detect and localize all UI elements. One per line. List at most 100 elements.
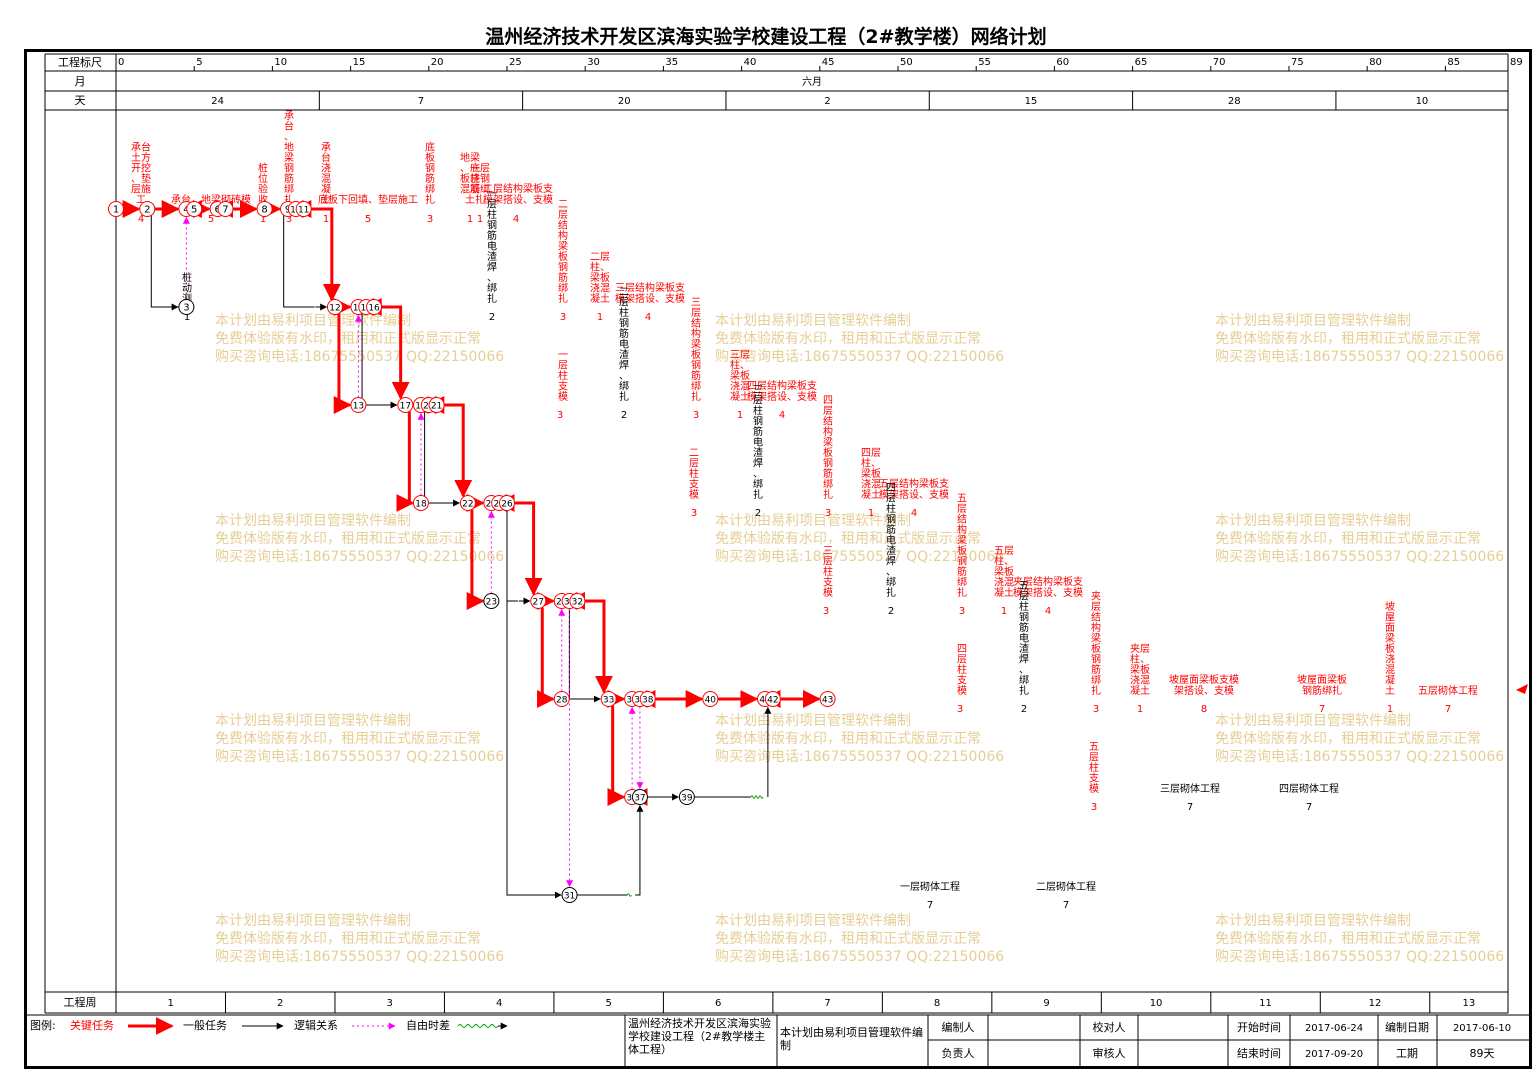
activity-duration: 7 — [927, 900, 933, 911]
watermark-line: 购买咨询电话:18675550537 QQ:22150066 — [215, 349, 504, 365]
activity-duration: 3 — [823, 606, 829, 617]
watermark-line: 免费体验版有水印，租用和正式版显示正常 — [215, 731, 481, 747]
activity-arrow — [466, 509, 485, 610]
node-circle — [553, 691, 570, 707]
node-id: 28 — [556, 696, 568, 706]
node-id: 7 — [222, 205, 228, 216]
timescale-grid — [44, 53, 1509, 1014]
scale-tick: 45 — [822, 57, 835, 68]
activity-name: 三层柱、梁板浇混凝土 — [730, 349, 750, 403]
watermark-line: 免费体验版有水印，租用和正式版显示正常 — [715, 731, 981, 747]
legend-normal: 一般任务 — [183, 1019, 227, 1032]
event-node: 2 — [139, 201, 156, 217]
event-node: 42 — [764, 691, 781, 707]
activity-name: 二层结构梁板支模架搭设、支模 — [483, 182, 553, 206]
scale-tick: 15 — [353, 57, 366, 68]
footer-end-label: 结束时间 — [1237, 1047, 1281, 1060]
day-value: 10 — [1416, 96, 1429, 107]
activity-arrow — [396, 411, 415, 512]
activity-duration: 5 — [365, 214, 371, 225]
activity-name: 坡屋面梁板支模架搭设、支模 — [1169, 673, 1239, 697]
node-circle — [600, 691, 617, 707]
event-node: 37 — [631, 789, 648, 805]
event-node: 40 — [702, 691, 719, 707]
float-wave — [626, 893, 632, 897]
activity-name: 一层柱支模 — [558, 350, 568, 403]
scale-tick: 5 — [196, 57, 202, 68]
activity-duration: 1 — [868, 508, 874, 519]
node-circle — [678, 789, 695, 805]
watermark-line: 购买咨询电话:18675550537 QQ:22150066 — [215, 949, 504, 965]
node-circle — [639, 691, 656, 707]
activity-duration: 1 — [737, 410, 743, 421]
activity-arrow — [568, 607, 590, 700]
activity-duration: 3 — [560, 312, 566, 323]
node-id: 8 — [261, 205, 267, 216]
watermark-line: 购买咨询电话:18675550537 QQ:22150066 — [715, 749, 1004, 765]
day-value: 7 — [418, 96, 424, 107]
watermark-line: 本计划由易利项目管理软件编制 — [215, 513, 411, 529]
activity-name: 三层砌体工程 — [1160, 783, 1220, 795]
activity-arrow — [584, 599, 613, 694]
day-value: 28 — [1228, 96, 1241, 107]
activity-arrow — [283, 215, 315, 308]
scale-tick: 80 — [1369, 57, 1382, 68]
activity-duration: 2 — [621, 410, 627, 421]
activity-labels: 承台土方开挖、垫层施工4承台、地梁砌砖模5桩位验收1承台、地梁钢筋绑扎3承台浇混… — [131, 110, 1478, 911]
scale-tick: 20 — [431, 57, 444, 68]
watermark-line: 本计划由易利项目管理软件编制 — [715, 513, 911, 529]
day-value: 2 — [824, 96, 830, 107]
activity-name: 五层砌体工程 — [1418, 685, 1478, 697]
event-node: 17 — [397, 397, 414, 413]
activity-duration: 1 — [597, 312, 603, 323]
event-node: 28 — [553, 691, 570, 707]
activity-name: 四层砌体工程 — [1279, 783, 1339, 795]
footer-start-value: 2017-06-24 — [1305, 1023, 1363, 1034]
node-id: 5 — [191, 205, 197, 216]
week-value: 8 — [934, 998, 940, 1009]
activity-arrow — [607, 705, 626, 806]
event-node: 26 — [499, 495, 515, 511]
scale-tick: 30 — [587, 57, 600, 68]
activity-name: 坡屋面梁板浇混凝土 — [1385, 600, 1395, 697]
activity-arrow — [514, 501, 543, 596]
page-title: 温州经济技术开发区滨海实验学校建设工程（2#教学楼）网络计划 — [485, 26, 1047, 48]
activity-name: 坡屋面梁板钢筋绑扎 — [1297, 673, 1347, 697]
week-value: 10 — [1150, 998, 1163, 1009]
node-id: 1 — [113, 205, 119, 216]
activity-name: 五层结构梁板支模架搭设、支模 — [879, 477, 949, 501]
legend-logic: 逻辑关系 — [294, 1018, 338, 1032]
activity-label: 坡屋面梁板支模架搭设、支模 8 — [1169, 673, 1239, 715]
activity-duration: 8 — [1201, 704, 1207, 715]
watermark-line: 购买咨询电话:18675550537 QQ:22150066 — [1215, 949, 1504, 965]
activity-duration: 1 — [323, 214, 329, 225]
activity-duration: 3 — [959, 606, 965, 617]
event-node: 23 — [483, 593, 500, 609]
node-id: 39 — [681, 794, 693, 804]
node-id: 13 — [353, 402, 364, 412]
node-circle — [561, 887, 578, 903]
event-node: 16 — [366, 299, 383, 315]
node-circle — [295, 201, 312, 217]
watermark-line: 免费体验版有水印，租用和正式版显示正常 — [215, 331, 481, 347]
week-value: 2 — [277, 998, 283, 1009]
activity-duration: 7 — [1187, 802, 1193, 813]
activity-name: 二层柱支模 — [689, 448, 699, 501]
activity-duration: 3 — [286, 214, 292, 225]
week-value: 11 — [1259, 998, 1272, 1009]
activity-duration: 1 — [1137, 704, 1143, 715]
scale-tick: 89 — [1510, 57, 1523, 68]
day-label: 天 — [75, 94, 86, 107]
activity-arrow — [537, 607, 556, 708]
week-value: 6 — [715, 998, 721, 1009]
